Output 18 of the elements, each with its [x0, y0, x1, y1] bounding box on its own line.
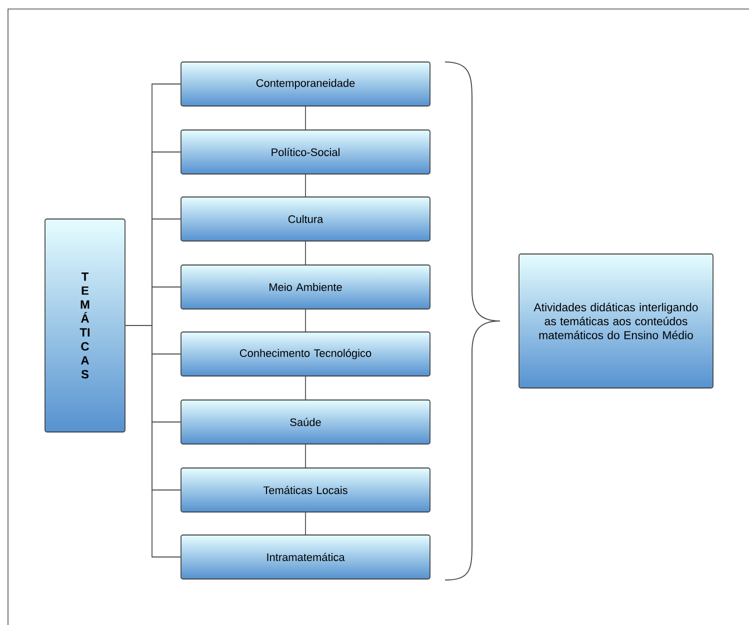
connector-line	[305, 512, 306, 535]
theme-box: Conhecimento Tecnológico	[180, 332, 430, 376]
connector-line	[125, 325, 181, 558]
connector-line	[305, 106, 306, 130]
connector-line	[305, 376, 306, 400]
result-box: Atividades didáticas interligando as temáticas aos conteúdos matemáticos do Ensino Médio	[518, 254, 714, 388]
connector-line	[305, 241, 306, 265]
theme-box: Contemporaneidade	[180, 62, 430, 106]
connector-line	[305, 174, 306, 197]
theme-box: Meio Ambiente	[180, 264, 430, 310]
vertical-title-box: TEMÁTICAS	[44, 218, 126, 432]
connector-line	[305, 309, 306, 332]
theme-box: Temáticas Locais	[180, 468, 430, 512]
connector-line	[305, 444, 306, 468]
theme-box: Político-Social	[180, 130, 430, 174]
theme-box: Cultura	[180, 196, 430, 242]
theme-box: Intramatemática	[180, 534, 430, 580]
theme-box: Saúde	[180, 400, 430, 444]
